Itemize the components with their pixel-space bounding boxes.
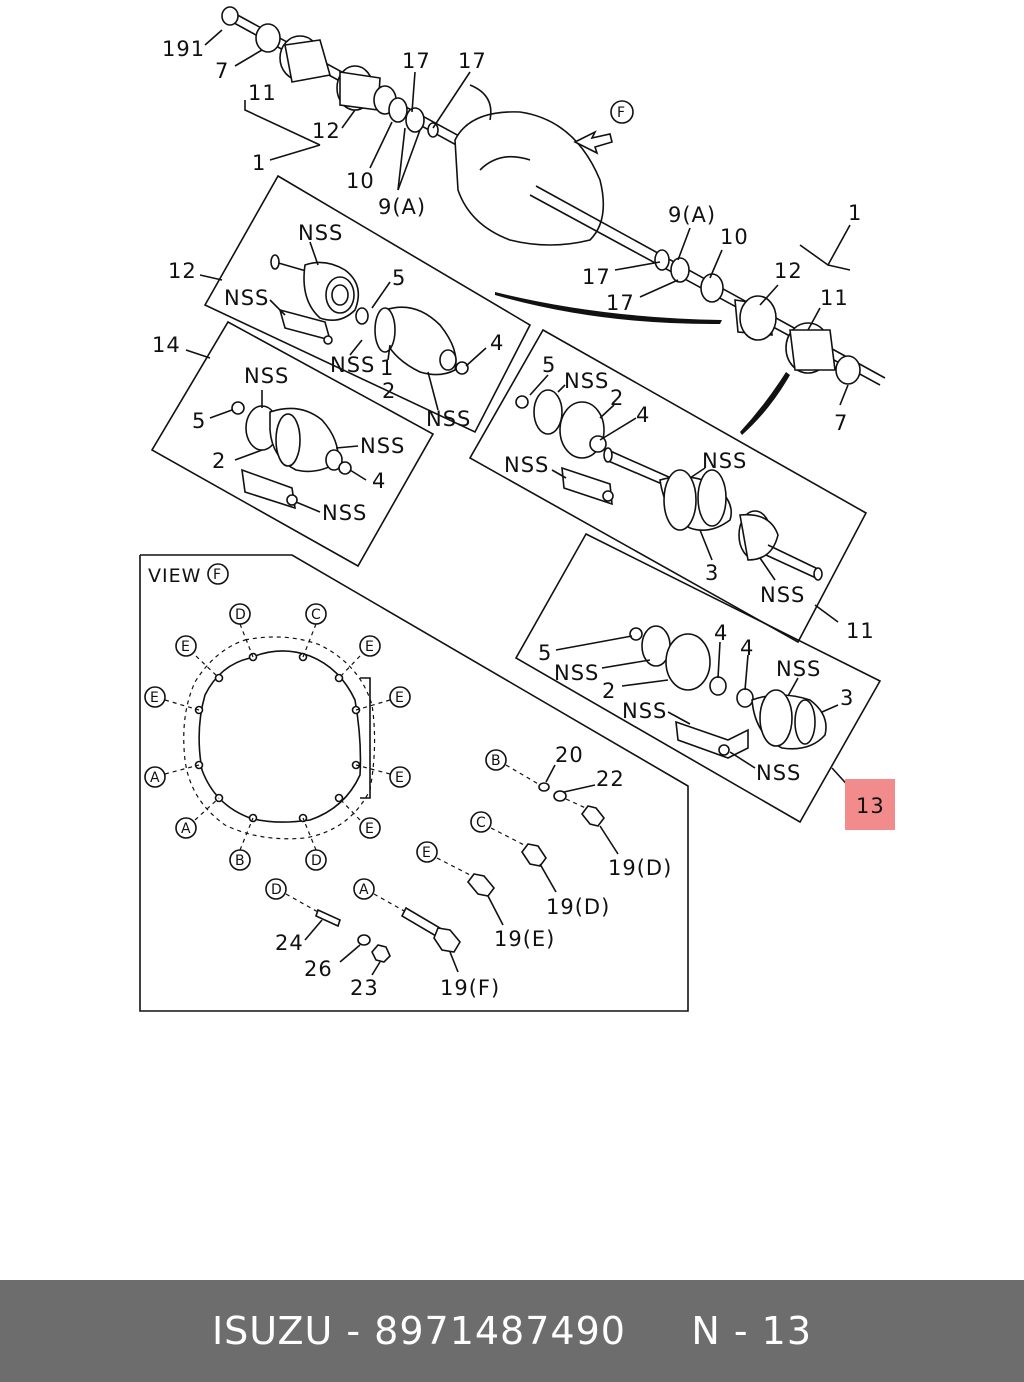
- callout-4: 4: [490, 331, 504, 355]
- callout-10: 10: [346, 169, 375, 193]
- callout-17: 17: [582, 265, 611, 289]
- callout-17: 17: [458, 49, 487, 73]
- circle-letter-e: E: [395, 690, 404, 706]
- callout-22: 22: [596, 767, 625, 791]
- callout-12: 12: [168, 259, 197, 283]
- nss-label: NSS: [756, 761, 801, 785]
- callout-1: 1: [252, 151, 266, 175]
- highlight-badge-13[interactable]: [845, 779, 895, 830]
- nss-label: NSS: [504, 453, 549, 477]
- circle-letter-d: D: [311, 853, 322, 869]
- footer-separator: -: [333, 1309, 375, 1353]
- pointer-wedge: [495, 292, 722, 325]
- circle-letter-a: A: [359, 882, 369, 898]
- callout-4: 4: [714, 621, 728, 645]
- callout-5: 5: [392, 266, 406, 290]
- callout-4: 4: [740, 636, 754, 660]
- nss-label: NSS: [622, 699, 667, 723]
- view-f-marker: F: [617, 105, 625, 121]
- nss-label: NSS: [298, 221, 343, 245]
- nss-label: NSS: [244, 364, 289, 388]
- subassembly-box-12: 12 NSS 5 NSS NSS 1 2 NSS 4: [168, 174, 532, 434]
- callout-3: 3: [705, 561, 719, 585]
- subassembly-box-11: 11 5 NSS 2 4 NSS NSS 3 NSS: [468, 328, 875, 644]
- nss-label: NSS: [564, 369, 609, 393]
- callout-19d: 19(D): [546, 895, 610, 919]
- nss-label: NSS: [360, 434, 405, 458]
- callout-11: 11: [820, 286, 849, 310]
- callout-5: 5: [542, 353, 556, 377]
- subassembly-box-14: 14 NSS 5 2 NSS 4 NSS: [150, 320, 435, 568]
- nss-label: NSS: [330, 353, 375, 377]
- callout-11: 11: [846, 619, 875, 643]
- exploded-parts-diagram: 191 7 11 12 1 17 17 10 9(A) F 9(A) 10 1 …: [139, 6, 895, 1012]
- circle-letter-b: B: [491, 753, 501, 769]
- callout-4: 4: [636, 403, 650, 427]
- callout-2: 2: [610, 386, 624, 410]
- footer-bar: ISUZU - 8971487490 N - 13: [0, 1280, 1024, 1382]
- callout-9a: 9(A): [668, 203, 716, 227]
- callout-7: 7: [215, 59, 229, 83]
- callout-191: 191: [162, 37, 205, 61]
- circle-letter-a: A: [150, 770, 160, 786]
- nss-label: NSS: [322, 501, 367, 525]
- nss-label: NSS: [554, 661, 599, 685]
- callout-2: 2: [382, 379, 396, 403]
- callout-9a: 9(A): [378, 195, 426, 219]
- callout-11: 11: [248, 81, 277, 105]
- callout-3: 3: [840, 686, 854, 710]
- footer-brand: ISUZU: [211, 1309, 334, 1353]
- fasteners: B 20 22 19(D) C 19(D) E 19(E) D: [265, 743, 672, 1000]
- footer-page: N - 13: [691, 1309, 813, 1353]
- callout-2: 2: [212, 449, 226, 473]
- callout-1: 1: [380, 356, 394, 380]
- footer-part-number: 8971487490: [374, 1309, 626, 1353]
- footer-gap: [626, 1309, 691, 1353]
- callout-13: 13: [856, 794, 885, 818]
- callout-14: 14: [152, 333, 181, 357]
- nss-label: NSS: [702, 449, 747, 473]
- circle-letter-e: E: [422, 845, 431, 861]
- callout-12: 12: [312, 119, 341, 143]
- circle-letter-e: E: [150, 690, 159, 706]
- view-title-marker: F: [213, 567, 221, 583]
- callout-5: 5: [538, 641, 552, 665]
- callout-26: 26: [304, 957, 333, 981]
- callout-19d: 19(D): [608, 856, 672, 880]
- nss-label: NSS: [776, 657, 821, 681]
- callout-19e: 19(E): [494, 927, 555, 951]
- callout-20: 20: [555, 743, 584, 767]
- circle-letter-a: A: [181, 821, 191, 837]
- nss-label: NSS: [760, 583, 805, 607]
- callout-7: 7: [834, 411, 848, 435]
- circle-letter-d: D: [271, 882, 282, 898]
- circle-letter-d: D: [235, 607, 246, 623]
- pointer-wedge: [740, 372, 790, 435]
- circle-letter-c: C: [311, 607, 321, 623]
- callout-17: 17: [606, 291, 635, 315]
- circle-letter-e: E: [395, 770, 404, 786]
- circle-letter-e: E: [365, 639, 374, 655]
- callout-17: 17: [402, 49, 431, 73]
- callout-2: 2: [602, 679, 616, 703]
- hole-callouts: D C E E E E A E A E B D: [144, 603, 411, 871]
- callout-12: 12: [774, 259, 803, 283]
- callout-10: 10: [720, 225, 749, 249]
- nss-label: NSS: [224, 286, 269, 310]
- circle-letter-c: C: [476, 815, 486, 831]
- callout-24: 24: [275, 931, 304, 955]
- callout-5: 5: [192, 409, 206, 433]
- subassembly-box-13: 13 5 NSS 2 4 4 NSS 3 NSS NSS: [514, 532, 895, 830]
- callout-19f: 19(F): [440, 976, 500, 1000]
- view-title: VIEW: [148, 565, 201, 587]
- circle-letter-e: E: [181, 639, 190, 655]
- circle-letter-b: B: [235, 853, 245, 869]
- callout-1: 1: [848, 201, 862, 225]
- callout-23: 23: [350, 976, 379, 1000]
- nss-label: NSS: [426, 407, 471, 431]
- main-axle-assembly: 191 7 11 12 1 17 17 10 9(A) F 9(A) 10 1 …: [162, 6, 886, 435]
- callout-4: 4: [372, 469, 386, 493]
- circle-letter-e: E: [365, 821, 374, 837]
- view-f-panel: VIEW F D C E E E: [139, 554, 689, 1012]
